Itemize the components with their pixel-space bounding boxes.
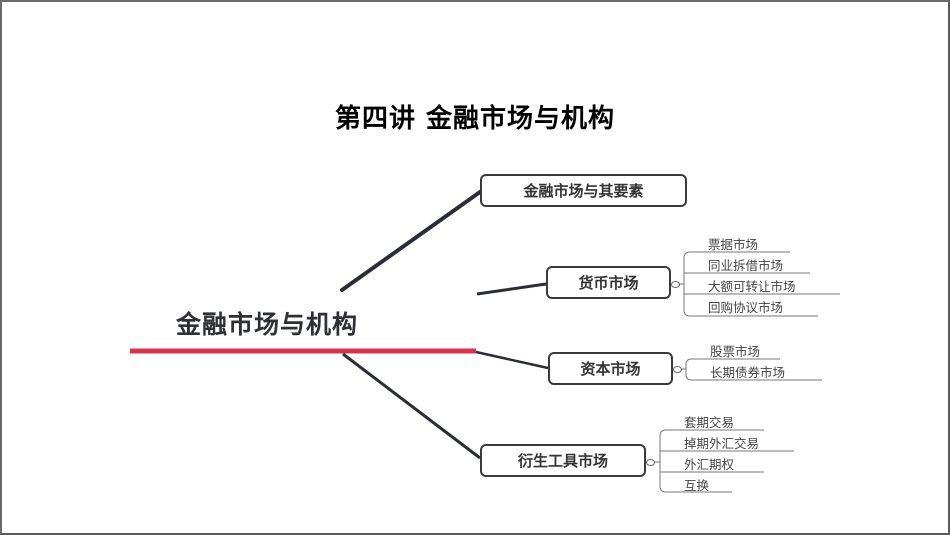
branch-label: 资本市场 xyxy=(580,360,641,378)
connector-branch-3 xyxy=(475,350,549,370)
leaf-bracket-derivatives xyxy=(652,429,794,493)
branch-label: 金融市场与其要素 xyxy=(523,182,644,200)
connector-branch-4 xyxy=(342,352,481,460)
leaf-item[interactable]: 回购协议市场 xyxy=(708,300,784,315)
branch-capital-market[interactable]: 资本市场 xyxy=(548,352,673,385)
leaf-item[interactable]: 大额可转让市场 xyxy=(708,279,796,294)
leaf-item[interactable]: 票据市场 xyxy=(708,237,759,252)
branch-label: 货币市场 xyxy=(578,274,639,292)
leaf-bracket-capital-market xyxy=(678,358,822,381)
connector-branch-2 xyxy=(476,282,547,296)
connector-branch-1 xyxy=(340,190,482,292)
collapse-toggle-icon[interactable] xyxy=(673,366,682,373)
leaf-item[interactable]: 长期债券市场 xyxy=(710,365,786,380)
leaf-item[interactable]: 股票市场 xyxy=(710,344,761,359)
leaf-item[interactable]: 掉期外汇交易 xyxy=(684,436,760,451)
branch-financial-market-elements[interactable]: 金融市场与其要素 xyxy=(480,174,687,207)
leaf-item[interactable]: 套期交易 xyxy=(684,415,735,430)
branch-money-market[interactable]: 货币市场 xyxy=(546,266,671,299)
branch-label: 衍生工具市场 xyxy=(517,452,608,470)
leaf-bracket-money-market xyxy=(676,251,840,317)
leaf-item[interactable]: 外汇期权 xyxy=(684,457,735,472)
leaf-item[interactable]: 互换 xyxy=(684,478,710,493)
slide-title: 第四讲 金融市场与机构 xyxy=(334,104,616,134)
mindmap-root[interactable]: 金融市场与机构 xyxy=(176,310,359,339)
leaf-item[interactable]: 同业拆借市场 xyxy=(708,258,784,273)
collapse-toggle-icon[interactable] xyxy=(646,459,655,466)
branch-derivatives-market[interactable]: 衍生工具市场 xyxy=(480,444,646,477)
collapse-toggle-icon[interactable] xyxy=(671,281,680,288)
